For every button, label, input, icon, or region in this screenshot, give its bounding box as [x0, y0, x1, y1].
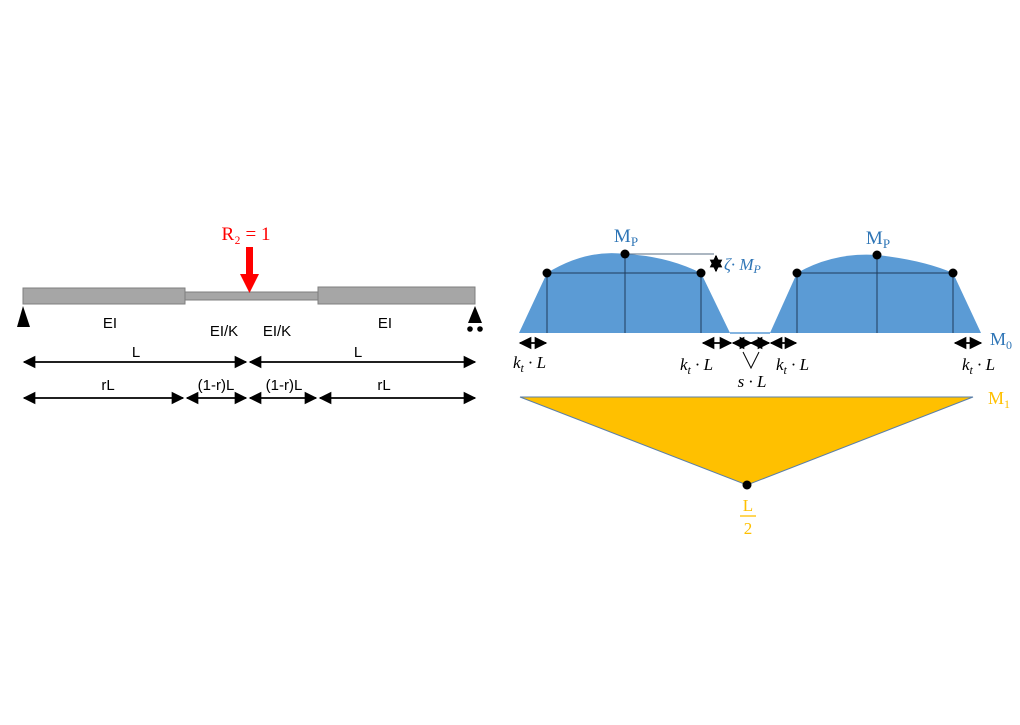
zeta-label: ζ· MP: [724, 255, 762, 276]
sub-span-label: rL: [101, 377, 114, 394]
section-label: EI: [103, 315, 117, 332]
beam-segment-left: [22, 287, 186, 305]
m0-label: M0: [990, 329, 1012, 352]
kt-label: kt · L: [513, 353, 546, 375]
m1-apex-point: [742, 480, 752, 490]
span-label: L: [354, 344, 362, 361]
load-arrow: [240, 247, 259, 293]
svg-text:L: L: [743, 496, 753, 515]
load-label: R₂ = 1: [221, 224, 270, 245]
zeta-dimension: ζ· MP: [709, 254, 762, 276]
kt-dimension-row: [518, 336, 983, 370]
span-dimension-row: L L: [22, 344, 477, 369]
m1-moment-diagram: M1 L 2: [519, 388, 1010, 538]
sub-span-dimension-row: rL (1-r)L (1-r)L rL: [22, 377, 477, 405]
section-label: EI/K: [210, 323, 238, 340]
sub-span-label: (1-r)L: [198, 377, 235, 394]
span-label: L: [132, 344, 140, 361]
beam-segment-right: [317, 286, 476, 305]
peak-label: MP: [866, 228, 890, 251]
section-label: EI/K: [263, 323, 291, 340]
beam-diagram: R₂ = 1 EI EI/K EI/K EI L L rL (1-r)L: [17, 224, 483, 405]
kt-label: kt · L: [680, 355, 713, 377]
s-label: s · L: [738, 372, 767, 391]
section-label: EI: [378, 315, 392, 332]
sub-span-label: rL: [377, 377, 390, 394]
beam-segment-center: [184, 291, 319, 301]
sub-span-label: (1-r)L: [266, 377, 303, 394]
m1-label: M1: [988, 388, 1010, 411]
svg-text:2: 2: [744, 519, 753, 538]
m1-apex-label: L 2: [740, 496, 756, 538]
m0-lobe-right: [770, 254, 981, 333]
peak-label: MP: [614, 226, 638, 249]
m1-triangle: [519, 396, 974, 486]
m0-grid-lines: [546, 253, 954, 333]
m0-moment-diagram: MP MP ζ· MP M0 kt · L kt · L kt · L kt ·…: [513, 226, 1012, 391]
kt-label: kt · L: [776, 355, 809, 377]
roller-support-icon: [467, 306, 483, 332]
kt-label: kt · L: [962, 355, 995, 377]
pin-support-icon: [17, 306, 30, 327]
m0-key-points: [542, 249, 958, 278]
